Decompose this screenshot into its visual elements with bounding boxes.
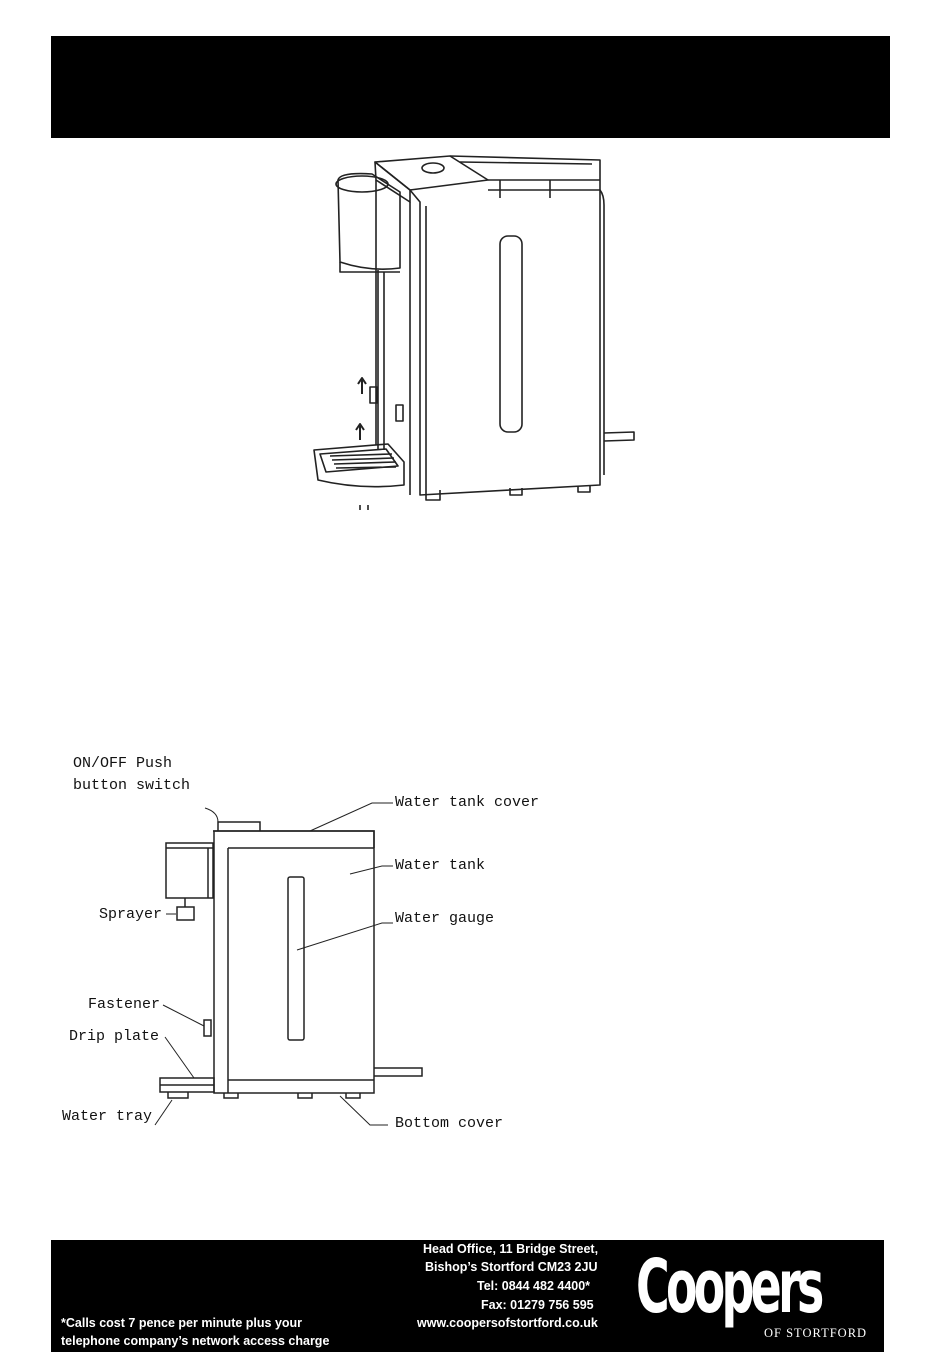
footer-address-line2: Bishop’s Stortford CM23 2JU xyxy=(425,1260,598,1274)
label-water-tank-cover: Water tank cover xyxy=(395,794,540,811)
label-switch-line2: button switch xyxy=(73,777,191,794)
label-bottom-cover: Bottom cover xyxy=(395,1115,504,1132)
label-drip-plate: Drip plate xyxy=(69,1028,160,1045)
label-fastener: Fastener xyxy=(88,996,161,1013)
footer-tel: Tel: 0844 482 4400* xyxy=(477,1279,591,1293)
label-switch-line1: ON/OFF Push xyxy=(73,755,173,772)
label-water-tank: Water tank xyxy=(395,857,486,874)
label-water-tray: Water tray xyxy=(62,1108,153,1125)
footer-bar: Head Office, 11 Bridge Street, Bishop’s … xyxy=(51,1240,884,1352)
footer-address-line1: Head Office, 11 Bridge Street, xyxy=(423,1242,599,1256)
header-bar xyxy=(51,36,890,138)
label-water-gauge: Water gauge xyxy=(395,910,495,927)
product-perspective-illustration xyxy=(313,155,635,510)
coopers-logo-subtitle: OF STORTFORD xyxy=(764,1326,868,1340)
product-side-view-diagram xyxy=(154,802,423,1126)
footer-calls-note-line1: *Calls cost 7 pence per minute plus your xyxy=(61,1316,303,1330)
footer-calls-note-line2: telephone company’s network access charg… xyxy=(61,1334,330,1348)
label-sprayer: Sprayer xyxy=(99,906,163,923)
footer-website-link[interactable]: www.coopersofstortford.co.uk xyxy=(417,1316,598,1330)
footer-fax: Fax: 01279 756 595 xyxy=(481,1298,594,1312)
coopers-logo: Coopers xyxy=(636,1244,824,1330)
